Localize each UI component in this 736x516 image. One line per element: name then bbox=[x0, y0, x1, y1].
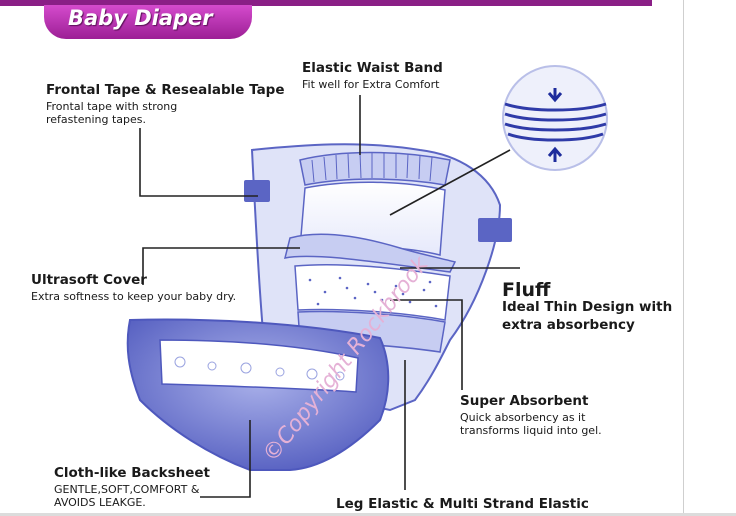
callout-inner-top bbox=[389, 149, 511, 216]
frame-bottom-line bbox=[0, 513, 736, 516]
super-absorbent-desc-1: Quick absorbency as it bbox=[460, 411, 586, 424]
fluff-layer bbox=[294, 263, 451, 321]
front-panel-print bbox=[174, 356, 345, 381]
fluff-desc-1: Ideal Thin Design with bbox=[502, 299, 673, 315]
waist-band-title: Elastic Waist Band bbox=[302, 60, 443, 76]
fluff-dots bbox=[308, 276, 438, 308]
left-tape bbox=[244, 180, 270, 202]
leg-elastic-title: Leg Elastic & Multi Strand Elastic bbox=[336, 496, 589, 512]
callout-lines bbox=[139, 95, 520, 498]
arrow-up-icon bbox=[547, 146, 563, 162]
backsheet-desc-2: AVOIDS LEAKGE. bbox=[54, 496, 146, 509]
waist-band-desc: Fit well for Extra Comfort bbox=[302, 78, 440, 91]
backsheet-desc-1: GENTLE,SOFT,COMFORT & bbox=[54, 483, 200, 496]
banner-title: Baby Diaper bbox=[68, 6, 213, 30]
magnified-detail-circle bbox=[502, 65, 608, 171]
frontal-tape-desc-2: refastening tapes. bbox=[46, 113, 146, 126]
frame-right-line bbox=[683, 0, 684, 516]
backsheet-title: Cloth-like Backsheet bbox=[54, 465, 210, 481]
super-absorbent-title: Super Absorbent bbox=[460, 393, 589, 409]
right-tape bbox=[478, 218, 512, 242]
ultrasoft-desc: Extra softness to keep your baby dry. bbox=[31, 290, 237, 303]
ultrasoft-title: Ultrasoft Cover bbox=[31, 272, 147, 288]
fluff-title: Fluff bbox=[502, 279, 551, 301]
frontal-tape-desc-1: Frontal tape with strong bbox=[46, 100, 178, 113]
arrow-down-icon bbox=[547, 88, 563, 103]
fluff-desc-2: extra absorbency bbox=[502, 317, 635, 333]
callout-frontal-tape bbox=[139, 128, 258, 197]
callout-super-absorbent bbox=[390, 299, 463, 390]
super-absorbent-desc-2: transforms liquid into gel. bbox=[460, 424, 602, 437]
title-banner bbox=[44, 5, 252, 39]
callout-ultrasoft bbox=[142, 247, 300, 285]
frontal-tape-title: Frontal Tape & Resealable Tape bbox=[46, 82, 285, 98]
waist-band-ridges bbox=[311, 152, 433, 183]
callout-backsheet bbox=[200, 420, 251, 498]
ultrasoft-cover bbox=[283, 233, 457, 273]
top-accent-line bbox=[0, 0, 652, 6]
front-inner-panel bbox=[159, 339, 359, 393]
magnified-layers bbox=[504, 102, 607, 142]
waist-band bbox=[299, 151, 451, 186]
